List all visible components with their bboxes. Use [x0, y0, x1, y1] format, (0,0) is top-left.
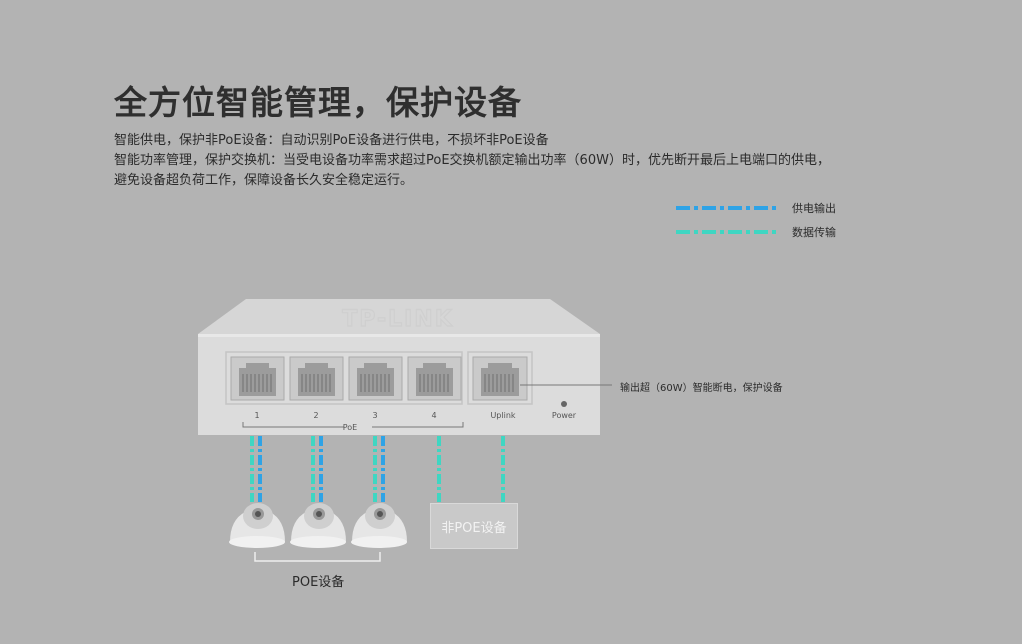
- legend-data: 数据传输: [676, 220, 836, 244]
- power-led: [561, 401, 567, 407]
- port-label-4: 4: [431, 411, 436, 420]
- switch-brand: TP-LINK: [342, 307, 454, 332]
- description: 智能供电，保护非PoE设备：自动识别PoE设备进行供电，不损坏非PoE设备 智能…: [114, 131, 830, 191]
- legend-power: 供电输出: [676, 196, 836, 220]
- port-3: [348, 356, 403, 401]
- cables: [250, 436, 505, 502]
- port-uplink: [472, 356, 528, 401]
- poe-devices-bracket: [254, 552, 381, 562]
- port-label-3: 3: [372, 411, 377, 420]
- camera-1-icon: [229, 503, 285, 548]
- desc-line-1: 智能供电，保护非PoE设备：自动识别PoE设备进行供电，不损坏非PoE设备: [114, 133, 549, 148]
- callout-text: 输出超（60W）智能断电，保护设备: [620, 383, 783, 394]
- legend-power-label: 供电输出: [792, 202, 836, 215]
- port-label-1: 1: [254, 411, 259, 420]
- camera-3-icon: [351, 503, 407, 548]
- camera-2-icon: [290, 503, 346, 548]
- power-label: Power: [552, 411, 577, 420]
- port-label-2: 2: [313, 411, 318, 420]
- legend: 供电输出 数据传输: [676, 196, 836, 244]
- page-title: 全方位智能管理，保护设备: [114, 83, 522, 122]
- poe-devices-label: POE设备: [292, 575, 345, 590]
- port-1: [230, 356, 285, 401]
- data-line-swatch: [676, 230, 778, 234]
- port-4: [407, 356, 462, 401]
- non-poe-device: 非POE设备: [430, 503, 518, 549]
- power-line-swatch: [676, 206, 778, 210]
- port-2: [289, 356, 344, 401]
- poe-bracket: [242, 422, 464, 428]
- desc-line-3: 避免设备超负荷工作，保障设备长久安全稳定运行。: [114, 173, 414, 188]
- uplink-label: Uplink: [490, 411, 515, 420]
- switch-top: [198, 299, 600, 334]
- legend-data-label: 数据传输: [792, 226, 836, 239]
- desc-line-2: 智能功率管理，保护交换机：当受电设备功率需求超过PoE交换机额定输出功率（60W…: [114, 153, 830, 168]
- poe-group-label: PoE: [343, 423, 358, 432]
